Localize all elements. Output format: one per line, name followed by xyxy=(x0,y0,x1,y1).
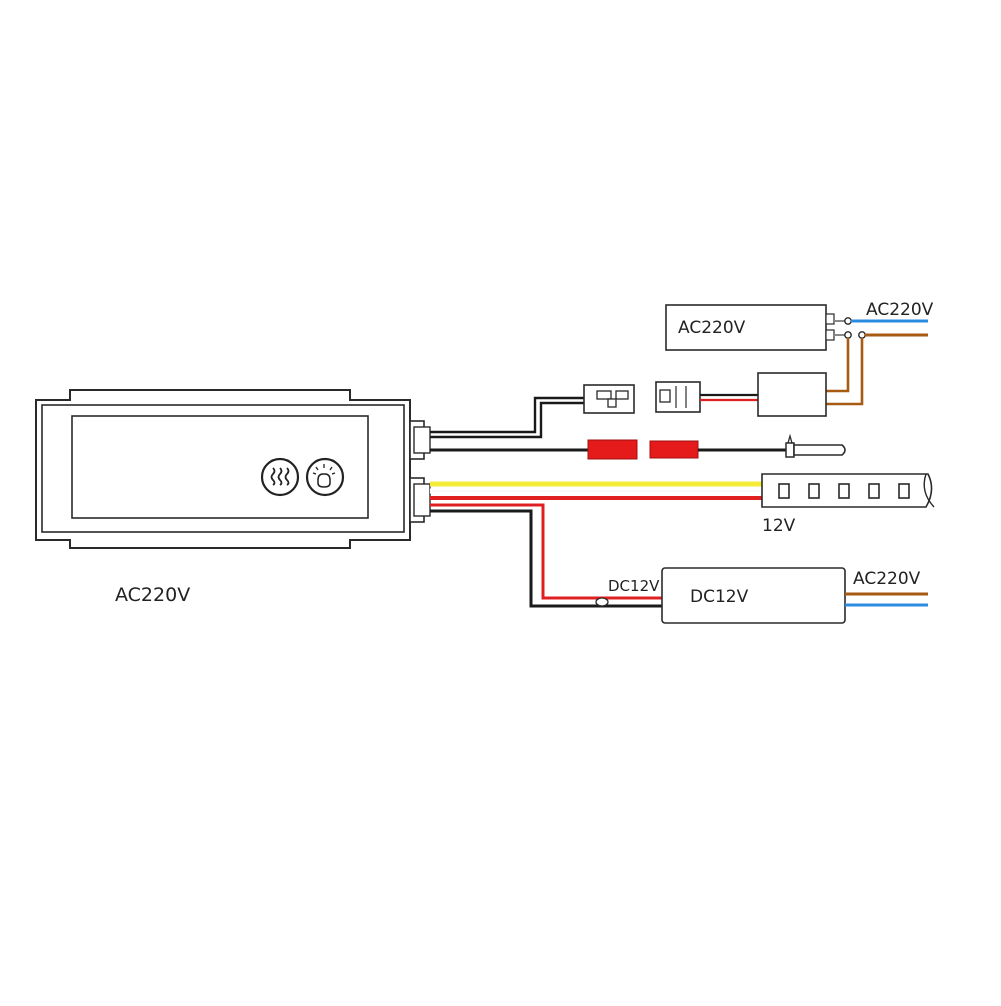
led-strip-wires xyxy=(430,481,762,500)
connector-plug-left xyxy=(583,384,635,414)
touch-panel xyxy=(71,415,369,519)
plug-sleeve-right xyxy=(649,440,699,459)
defog-heat-icon[interactable] xyxy=(260,457,300,497)
led-strip-label: 12V xyxy=(762,516,796,536)
connector-plug-right xyxy=(655,381,701,413)
led-chip xyxy=(838,483,850,499)
light-touch-icon[interactable] xyxy=(305,457,345,497)
psu-top-label: AC220V xyxy=(678,318,746,338)
cable-gland-top xyxy=(409,420,431,460)
psu-bottom-label: DC12V xyxy=(690,587,749,607)
psu-top xyxy=(665,304,835,351)
led-chip xyxy=(808,483,820,499)
led-chip xyxy=(868,483,880,499)
dc-power-wires xyxy=(430,503,662,608)
led-strip xyxy=(761,473,935,508)
sensor-switch-wires xyxy=(430,396,584,439)
main-control-unit xyxy=(35,389,431,549)
sensor-switch-box xyxy=(757,372,827,417)
led-chip xyxy=(898,483,910,499)
dc-wire-label: DC12V xyxy=(608,577,660,595)
cable-gland-bottom xyxy=(409,477,431,523)
psu-bottom-input-label: AC220V xyxy=(853,569,921,589)
temperature-probe xyxy=(698,433,846,458)
plug-sleeve-left xyxy=(587,439,638,460)
psu-top-input-label: AC220V xyxy=(866,300,934,320)
led-chip xyxy=(778,483,790,499)
main-unit-label: AC220V xyxy=(115,584,190,606)
